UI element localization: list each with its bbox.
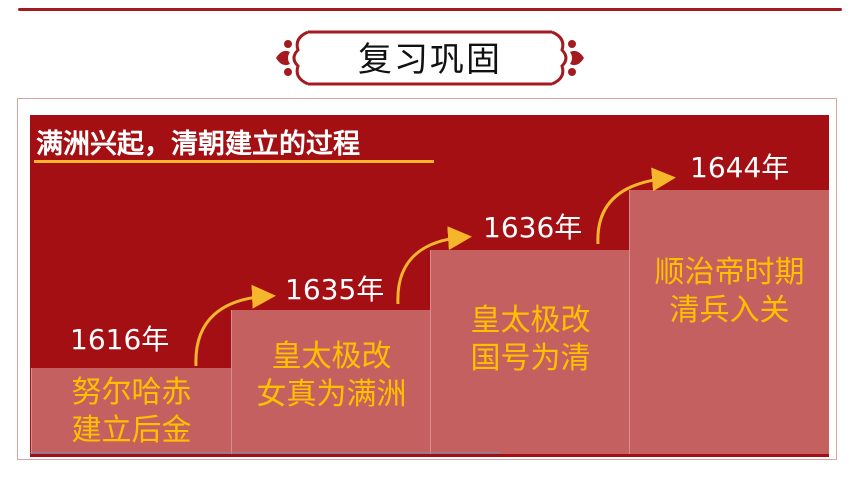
arrow-3 xyxy=(596,167,676,245)
panel-subtitle: 满洲兴起，清朝建立的过程 xyxy=(36,129,360,160)
step-line-3a: 皇太极改 xyxy=(470,303,591,338)
subtitle-underline xyxy=(34,160,434,163)
step-line-2a: 皇太极改 xyxy=(271,339,392,374)
step-year-1635: 1635年 xyxy=(285,273,385,306)
bottom-rule xyxy=(30,452,500,453)
step-line-1a: 努尔哈赤 xyxy=(71,375,192,410)
title-frame-ornament xyxy=(276,30,584,86)
step-line-4b: 清兵入关 xyxy=(669,293,790,328)
title-banner: 复习巩固 xyxy=(268,24,592,92)
step-box-1: 努尔哈赤 建立后金 xyxy=(31,368,231,454)
step-year-1644: 1644年 xyxy=(690,151,790,184)
panel-outline xyxy=(17,98,837,460)
step-year-1636: 1636年 xyxy=(483,211,583,244)
step-line-2b: 女真为满洲 xyxy=(256,377,407,412)
step-box-4: 顺治帝时期 清兵入关 xyxy=(629,190,829,454)
arrow-1 xyxy=(194,284,276,367)
top-rule xyxy=(18,8,842,11)
step-line-1b: 建立后金 xyxy=(71,413,192,448)
step-year-1616: 1616年 xyxy=(70,323,170,356)
step-box-2: 皇太极改 女真为满洲 xyxy=(231,310,431,454)
step-line-4a: 顺治帝时期 xyxy=(654,255,805,290)
step-line-3b: 国号为清 xyxy=(470,341,591,376)
slide-title: 复习巩固 xyxy=(358,39,502,80)
arrow-2 xyxy=(396,226,472,305)
step-box-3: 皇太极改 国号为清 xyxy=(430,250,630,454)
